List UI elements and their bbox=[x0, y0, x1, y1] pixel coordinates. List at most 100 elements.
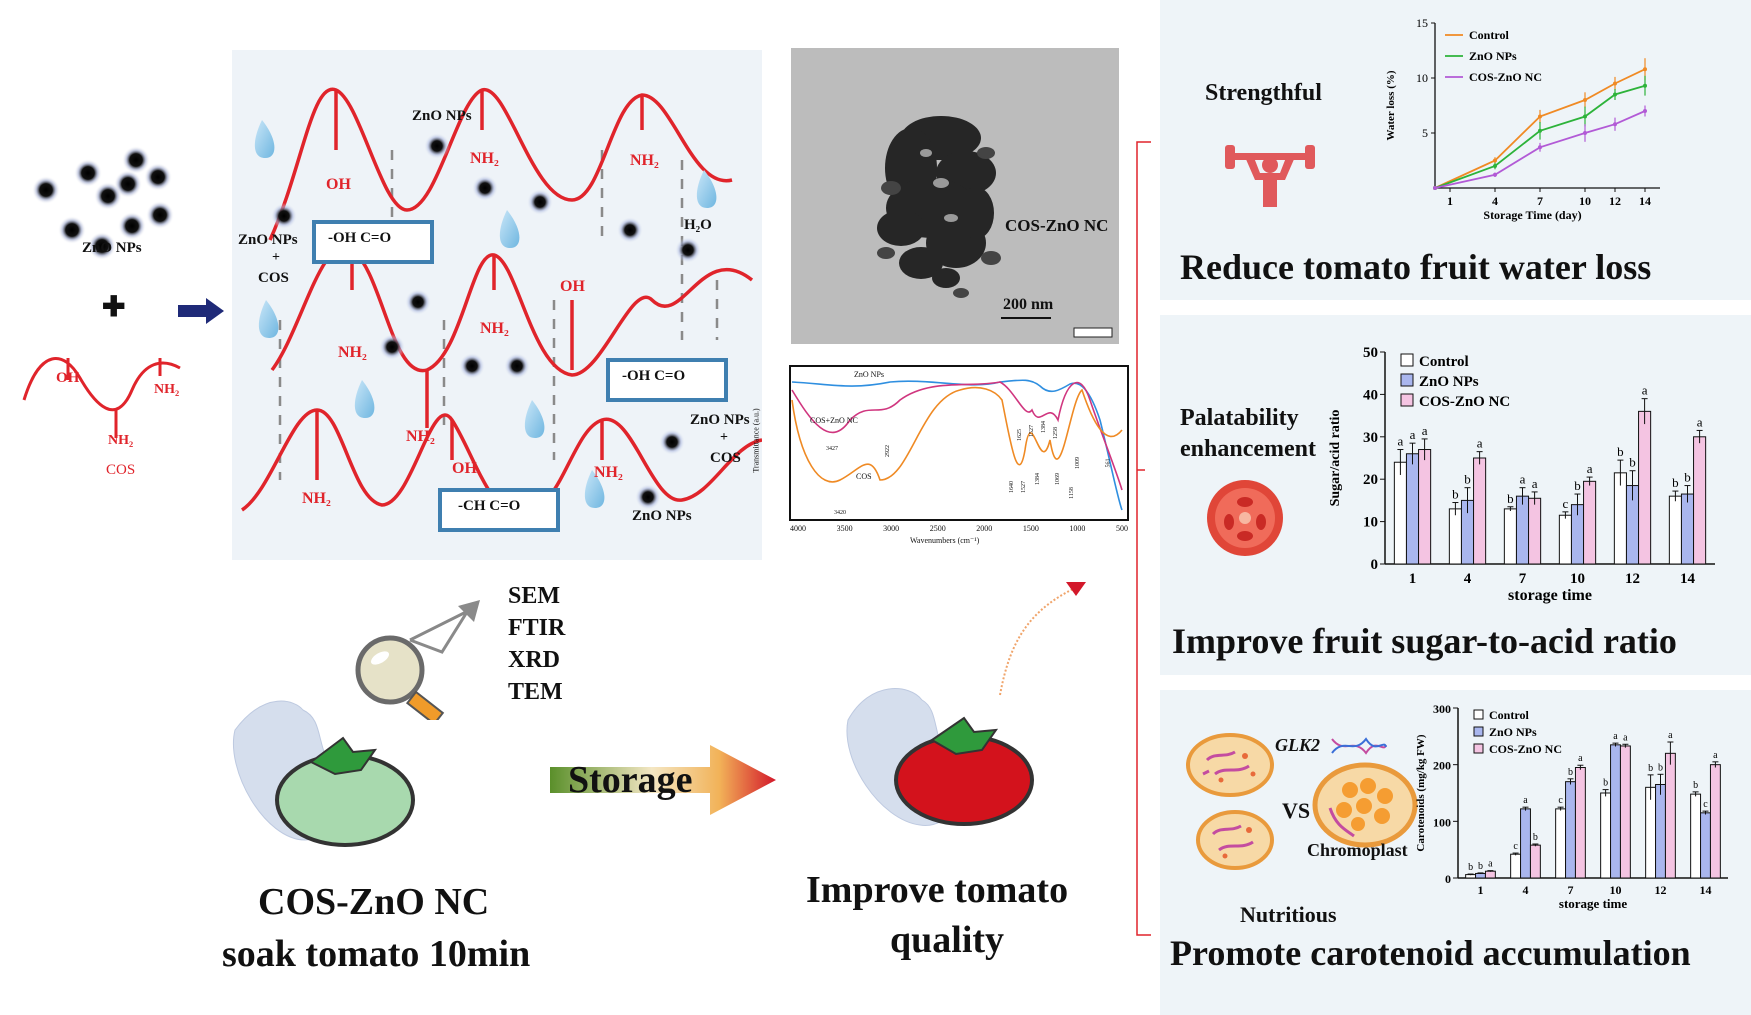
legend-label: Control bbox=[1419, 354, 1469, 370]
bottom-left-title-1: COS-ZnO NC bbox=[258, 881, 490, 923]
y-tick-label: 0 bbox=[1371, 557, 1379, 573]
ftir-peak: 1625 bbox=[1017, 429, 1023, 441]
significance-letter: a bbox=[1532, 476, 1538, 491]
ftir-peak: 2922 bbox=[885, 445, 891, 457]
x-tick-label: 1 bbox=[1447, 194, 1453, 208]
y-axis-label: Sugar/acid ratio bbox=[1328, 410, 1343, 507]
x-tick-label: 4 bbox=[1464, 571, 1472, 587]
legend-swatch bbox=[1473, 709, 1484, 720]
data-point bbox=[1583, 131, 1587, 135]
ftir-peak: 561 bbox=[1105, 458, 1112, 468]
x-tick-label: 7 bbox=[1537, 194, 1543, 208]
data-point bbox=[1583, 98, 1587, 102]
data-point bbox=[1433, 186, 1437, 190]
bar bbox=[1583, 480, 1597, 565]
significance-letter: a bbox=[1398, 434, 1404, 449]
scheme-box-3: -CH C=O bbox=[458, 498, 521, 514]
bar bbox=[1638, 410, 1652, 565]
bar bbox=[1619, 745, 1631, 879]
scheme-zno-cos-right-2: + bbox=[720, 430, 728, 445]
significance-letter: b bbox=[1658, 762, 1663, 773]
ftir-peak: 1009 bbox=[1075, 457, 1081, 469]
x-tick-label: 10 bbox=[1570, 571, 1585, 587]
scheme-nh2-2: NH₂ bbox=[630, 152, 659, 169]
significance-letter: a bbox=[1520, 472, 1526, 487]
y-tick-label: 100 bbox=[1433, 815, 1451, 829]
bar bbox=[1610, 744, 1621, 879]
y-tick-label: 50 bbox=[1363, 345, 1378, 361]
ftir-peak: 3427 bbox=[826, 446, 838, 452]
y-tick-label: 20 bbox=[1363, 472, 1378, 488]
scheme-zno-bottom: ZnO NPs bbox=[632, 508, 692, 524]
panel1-title: Reduce tomato fruit water loss bbox=[1180, 247, 1652, 287]
bar bbox=[1645, 786, 1657, 879]
data-point bbox=[1583, 114, 1587, 119]
data-point bbox=[1613, 122, 1617, 127]
x-tick-label: 4 bbox=[1523, 883, 1529, 897]
zno-label: ZnO NPs bbox=[82, 240, 142, 256]
method-item: FTIR bbox=[508, 615, 566, 641]
storage-arrow-icon bbox=[550, 745, 776, 815]
cos-nh2-label-right: NH₂ bbox=[154, 382, 180, 397]
legend-label: Control bbox=[1489, 708, 1529, 722]
significance-letter: a bbox=[1713, 750, 1718, 761]
bar bbox=[1558, 514, 1572, 565]
ftir-peak: 3420 bbox=[834, 510, 846, 516]
scheme-zno-cos-right-3: COS bbox=[710, 450, 741, 466]
quality-arrow-icon bbox=[999, 582, 1086, 696]
x-tick-label: 7 bbox=[1519, 571, 1527, 587]
legend-label: ZnO NPs bbox=[1469, 49, 1517, 63]
data-point bbox=[1538, 114, 1542, 119]
bar bbox=[1529, 844, 1541, 879]
scheme-nh2-3: NH₂ bbox=[338, 344, 367, 361]
x-tick-label: 7 bbox=[1568, 883, 1574, 897]
bar bbox=[1555, 808, 1567, 879]
zno-particles-group bbox=[20, 140, 190, 270]
bar bbox=[1613, 472, 1627, 565]
significance-letter: a bbox=[1488, 859, 1493, 870]
stored-tomato-icon bbox=[846, 688, 1034, 826]
tem-scale-label: 200 nm bbox=[1003, 296, 1054, 313]
bar bbox=[1528, 497, 1542, 565]
bar bbox=[1393, 461, 1407, 565]
scheme-nh2-7: NH₂ bbox=[594, 464, 623, 481]
legend-label: COS-ZnO NC bbox=[1419, 394, 1510, 410]
x-tick-label: 14 bbox=[1639, 194, 1651, 208]
tem-label: COS-ZnO NC bbox=[1005, 216, 1109, 235]
significance-letter: b bbox=[1468, 862, 1473, 873]
storage-label: Storage bbox=[568, 759, 693, 801]
bar bbox=[1418, 449, 1432, 565]
chloroplast-icon-2 bbox=[1196, 810, 1274, 870]
tem-image: COS-ZnO NC 200 nm bbox=[791, 48, 1119, 344]
ftir-xlabel: Wavenumbers (cm⁻¹) bbox=[910, 536, 980, 545]
significance-letter: a bbox=[1668, 730, 1673, 741]
x-tick-label: 10 bbox=[1579, 194, 1591, 208]
ftir-peak: 1258 bbox=[1053, 427, 1059, 439]
method-item: SEM bbox=[508, 583, 561, 609]
methods-list: SEM FTIR XRD TEM bbox=[508, 580, 565, 708]
x-tick-label: 14 bbox=[1700, 883, 1712, 897]
bar bbox=[1693, 436, 1707, 565]
bar bbox=[1405, 453, 1420, 565]
significance-letter: b bbox=[1684, 470, 1691, 485]
legend-swatch bbox=[1400, 373, 1414, 387]
bar bbox=[1700, 812, 1711, 879]
ftir-series-cos-zno: COS+ZnO NC bbox=[810, 416, 858, 425]
bottom-left-title-2: soak tomato 10min bbox=[222, 933, 531, 975]
cos-oh-label: OH bbox=[56, 370, 80, 386]
bar bbox=[1600, 792, 1612, 879]
y-tick-label: 40 bbox=[1363, 387, 1378, 403]
y-tick-label: 10 bbox=[1416, 71, 1428, 85]
significance-letter: a bbox=[1623, 732, 1628, 743]
vs-label: VS bbox=[1282, 798, 1311, 823]
scheme-waves-icon bbox=[240, 87, 763, 532]
weightlifter-icon bbox=[1225, 145, 1315, 207]
bar bbox=[1709, 764, 1721, 879]
significance-letter: a bbox=[1523, 795, 1528, 806]
data-point bbox=[1493, 158, 1497, 163]
bar bbox=[1574, 767, 1586, 879]
ftir-xtick: 2000 bbox=[976, 524, 993, 533]
x-tick-label: 10 bbox=[1610, 883, 1622, 897]
significance-letter: a bbox=[1477, 436, 1483, 451]
